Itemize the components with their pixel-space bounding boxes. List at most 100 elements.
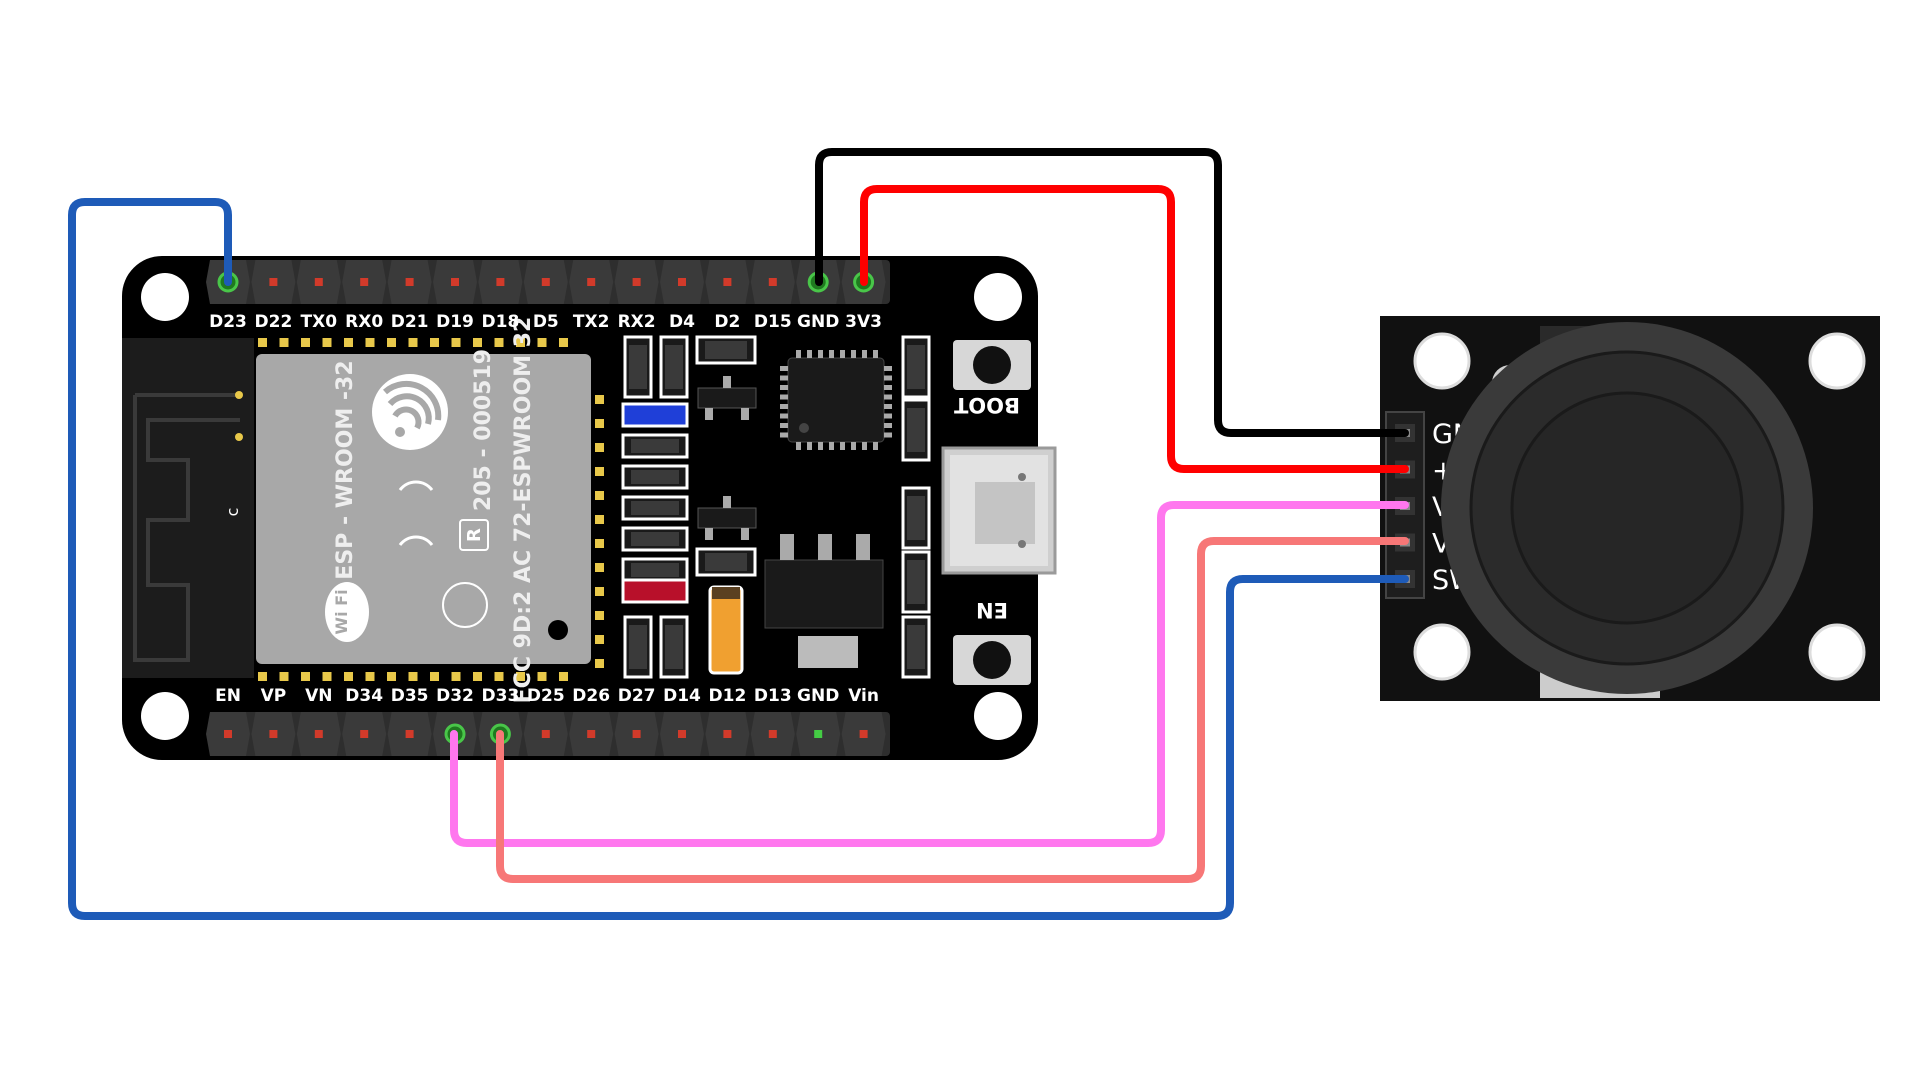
pin-bottom-gnd-13[interactable]	[796, 712, 841, 756]
pin-bottom-d35-4[interactable]	[387, 712, 432, 756]
smd-resistor	[901, 486, 931, 550]
pin-bottom-d27-9[interactable]	[614, 712, 659, 756]
esp32-board: c ESP - WROOM -32 205 - 000519 FCC 9D:2 …	[122, 256, 1057, 760]
shield-pad	[430, 338, 439, 347]
pin-label-vp: VP	[261, 686, 287, 706]
shield-pad	[430, 672, 439, 681]
pin-label-d35: D35	[391, 686, 429, 706]
pin-label-tx2: TX2	[573, 312, 610, 332]
smd-resistor	[621, 526, 689, 552]
en-button[interactable]: EN	[953, 598, 1031, 685]
smd-resistor	[901, 550, 931, 614]
wire-gnd	[815, 148, 1409, 437]
edge-pad	[595, 467, 604, 476]
pin-bottom-en-0[interactable]	[206, 712, 250, 756]
shield-pad	[559, 338, 568, 347]
led-blue	[621, 402, 689, 428]
espressif-logo-icon	[372, 374, 448, 450]
pin-bottom-d34-3[interactable]	[342, 712, 387, 756]
shield-pad	[344, 672, 353, 681]
shield-pad	[408, 672, 418, 681]
pin-top-d19-5[interactable]	[433, 260, 477, 304]
pin-label-rx2: RX2	[618, 312, 656, 332]
micro-usb-port[interactable]	[941, 446, 1057, 575]
smd-components	[621, 335, 931, 679]
edge-pad	[595, 587, 604, 596]
shield-pad	[451, 338, 461, 347]
pin-top-d18-6[interactable]	[478, 260, 523, 304]
pin-top-d4-10[interactable]	[660, 260, 704, 304]
shield-pad	[365, 672, 375, 681]
shield-pad	[537, 672, 547, 681]
wifi-logo-text: Wi Fi	[332, 589, 351, 634]
pin-bottom-d26-8[interactable]	[569, 712, 614, 756]
pin-top-d2-11[interactable]	[705, 260, 750, 304]
smd-resistor	[695, 547, 757, 577]
pin-top-d5-7[interactable]	[523, 260, 568, 304]
wires	[68, 148, 1409, 920]
pin-bottom-vp-1[interactable]	[251, 712, 296, 756]
pin-label-d19: D19	[436, 312, 474, 332]
pin-label-vin: Vin	[848, 686, 879, 706]
joystick-cap-center	[1510, 391, 1744, 625]
edge-pad	[595, 659, 604, 668]
smd-resistor	[621, 557, 689, 583]
smd-resistor	[901, 615, 931, 679]
wire-d33	[496, 537, 1409, 883]
shield-pad	[301, 672, 310, 681]
pin-label-en: EN	[215, 686, 241, 706]
shield-pad	[451, 672, 461, 681]
shield-pad	[473, 338, 482, 347]
shield-pad	[387, 672, 396, 681]
joystick-module: GND+5VRxVRySW	[1380, 316, 1880, 701]
transistor	[697, 496, 757, 540]
pin-bottom-vin-14[interactable]	[841, 712, 886, 756]
pin-label-d12: D12	[709, 686, 747, 706]
pin-top-tx0-2[interactable]	[296, 260, 341, 304]
mounting-hole-tl	[141, 273, 189, 321]
pin-label-gnd: GND	[797, 686, 839, 706]
antenna-trace	[133, 393, 240, 662]
boot-label: BOOT	[953, 393, 1020, 417]
module-id-text: 205 - 000519	[471, 349, 496, 511]
shield-pad	[279, 338, 289, 347]
pin-bottom-d14-10[interactable]	[660, 712, 704, 756]
capacitor-band	[712, 587, 740, 599]
pin-top-d22-1[interactable]	[251, 260, 296, 304]
pin-bottom-d12-11[interactable]	[705, 712, 750, 756]
joystick-hole-br	[1808, 623, 1866, 681]
smd-resistor	[901, 398, 931, 462]
pin-top-rx0-3[interactable]	[342, 260, 387, 304]
shield-pad	[322, 672, 332, 681]
shield-pad	[408, 338, 418, 347]
mounting-hole-br	[974, 692, 1022, 740]
shield-pad	[365, 338, 375, 347]
shield-pad	[559, 672, 568, 681]
pin-bottom-vn-2[interactable]	[296, 712, 341, 756]
shield-pad	[279, 672, 289, 681]
shield-pad	[537, 338, 547, 347]
smd-resistor	[621, 495, 689, 521]
mounting-hole-bl	[141, 692, 189, 740]
pin-label-d13: D13	[754, 686, 792, 706]
pin-bottom-d25-7[interactable]	[523, 712, 568, 756]
edge-pad	[595, 611, 604, 620]
pin-bottom-d13-12[interactable]	[750, 712, 795, 756]
pin-label-d26: D26	[572, 686, 610, 706]
edge-pad	[595, 395, 604, 404]
smd-resistor	[623, 615, 653, 679]
antenna-dot	[235, 391, 243, 399]
joystick-hole-tl	[1413, 332, 1471, 390]
boot-button[interactable]: BOOT	[953, 340, 1031, 417]
pin-top-d15-12[interactable]	[750, 260, 795, 304]
shield-pad	[516, 672, 525, 681]
pin-label-d27: D27	[618, 686, 656, 706]
pin-top-d21-4[interactable]	[387, 260, 432, 304]
fcc-logo-icon	[442, 582, 488, 628]
edge-pad	[595, 419, 604, 428]
edge-pad	[595, 443, 604, 452]
pin-top-tx2-8[interactable]	[569, 260, 614, 304]
ce-mark-icon	[398, 480, 434, 546]
pin-top-rx2-9[interactable]	[614, 260, 659, 304]
